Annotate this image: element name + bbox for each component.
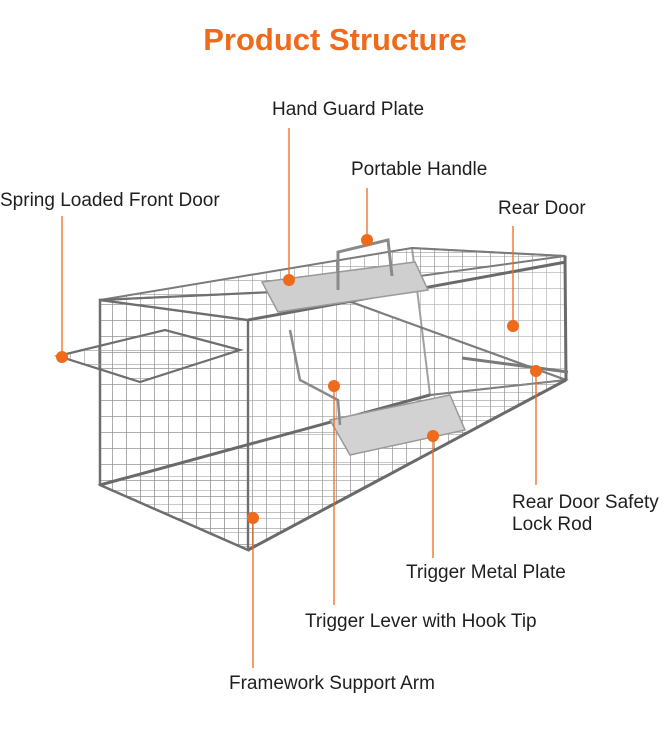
dot-portable-handle (361, 234, 373, 246)
dot-trigger-plate (427, 430, 439, 442)
hand-guard-plate (260, 261, 430, 313)
dot-support-arm (247, 512, 259, 524)
dot-hand-guard-plate (283, 274, 295, 286)
rear-door-lock-rod (461, 356, 569, 374)
cage-body (53, 238, 569, 552)
label-trigger-lever-with-hook-tip: Trigger Lever with Hook Tip (305, 611, 537, 632)
label-framework-support-arm: Framework Support Arm (229, 673, 435, 694)
dot-rear-door (507, 320, 519, 332)
label-rear-door-safety-lock-rod-1: Rear Door Safety (512, 492, 659, 513)
dot-lock-rod (530, 365, 542, 377)
dot-trigger-lever (328, 380, 340, 392)
trigger-metal-plate (328, 394, 467, 456)
label-rear-door-safety-lock-rod-2: Lock Rod (512, 514, 593, 535)
label-hand-guard-plate: Hand Guard Plate (272, 99, 425, 120)
diagram-title: Product Structure (203, 22, 467, 57)
callout-lines (61, 128, 537, 668)
callout-dots (56, 234, 542, 524)
label-portable-handle: Portable Handle (351, 159, 488, 180)
label-rear-door: Rear Door (498, 198, 586, 219)
label-spring-loaded-front-door: Spring Loaded Front Door (0, 190, 220, 211)
trigger-lever (288, 329, 342, 426)
dot-front-door (56, 351, 68, 363)
spring-loaded-front-door (53, 328, 244, 384)
label-trigger-metal-plate: Trigger Metal Plate (406, 562, 566, 583)
portable-handle (336, 238, 394, 290)
